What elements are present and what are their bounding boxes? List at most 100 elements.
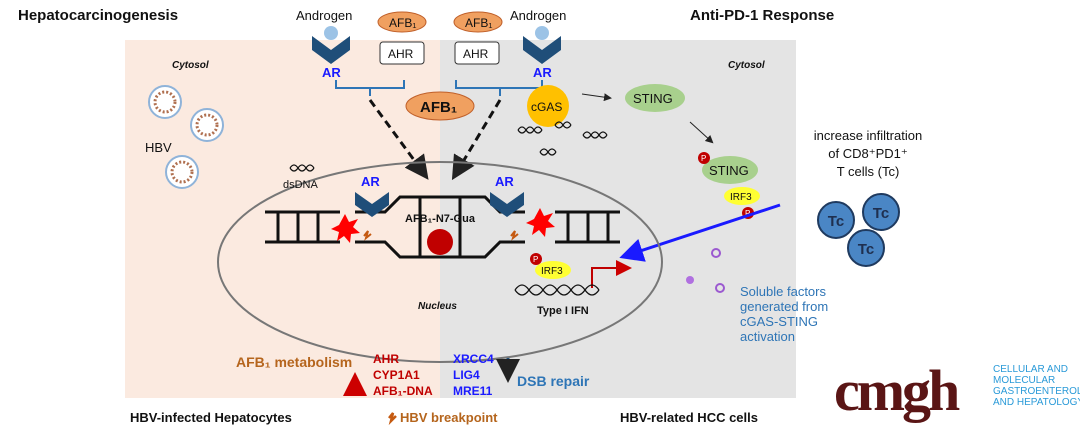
repair-genes: XRCC4 LIG4 MRE11 <box>453 352 494 398</box>
adduct-label: AFB₁-N7-Gua <box>405 213 476 225</box>
hbv-virus-icon <box>165 155 199 189</box>
svg-text:CELLULAR AND: CELLULAR AND <box>993 364 1068 375</box>
dna-double-strand <box>265 195 620 259</box>
afb1-label: AFB₁ <box>389 16 416 30</box>
svg-text:XRCC4: XRCC4 <box>453 352 494 366</box>
hbv-breakpoint-icon <box>510 230 519 241</box>
androgen-label-right: Androgen <box>510 8 566 23</box>
dashed-arrow-left <box>368 99 429 180</box>
svg-text:Tc: Tc <box>828 213 844 230</box>
svg-text:activation: activation <box>740 329 795 344</box>
sting-activation-arrow <box>689 121 714 144</box>
svg-text:AND HEPATOLOGY: AND HEPATOLOGY <box>993 397 1080 408</box>
svg-text:Tc: Tc <box>858 241 874 258</box>
phosphate-icon <box>698 152 710 164</box>
sting-oval-phospho <box>702 156 758 184</box>
infiltration-text: increase infiltration of CD8⁺PD1⁺ T cell… <box>814 128 922 179</box>
bracket-right <box>455 80 543 96</box>
ar-receptor-icon <box>312 36 350 64</box>
type1-ifn-label: Type I IFN <box>537 305 589 317</box>
afb1-oval <box>453 11 503 33</box>
dna-break-star-icon <box>331 214 360 243</box>
svg-text:CYP1A1: CYP1A1 <box>373 368 420 382</box>
svg-text:AFB₁-DNA: AFB₁-DNA <box>373 384 433 398</box>
hbv-virus-icon <box>148 85 182 119</box>
sting-oval <box>625 84 685 112</box>
soluble-factor-icon <box>686 276 694 284</box>
androgen-ligand-icon <box>324 26 338 40</box>
svg-text:T cells (Tc): T cells (Tc) <box>837 164 900 179</box>
irf3-label: IRF3 <box>730 192 752 203</box>
androgen-label-left: Androgen <box>296 8 352 23</box>
svg-text:generated from: generated from <box>740 299 828 314</box>
t-cell-icon: Tc <box>817 201 855 239</box>
sting-label: STING <box>633 91 673 106</box>
nucleus-label: Nucleus <box>418 301 457 312</box>
footer-middle: HBV breakpoint <box>400 410 498 425</box>
cgas-icon <box>527 85 569 127</box>
irf3-oval <box>535 261 571 279</box>
svg-text:LIG4: LIG4 <box>453 368 480 382</box>
title-right: Anti-PD-1 Response <box>690 7 834 24</box>
svg-text:AHR: AHR <box>373 352 399 366</box>
ahr-box <box>454 41 500 65</box>
androgen-ligand-icon <box>535 26 549 40</box>
soluble-factor-icon <box>711 248 721 258</box>
svg-text:increase infiltration: increase infiltration <box>814 128 922 143</box>
irf3-translocation-arrow <box>619 203 781 262</box>
sting-label: STING <box>709 163 749 178</box>
dsdna-fragment-icon <box>289 121 608 172</box>
irf3-label: IRF3 <box>541 266 563 277</box>
ar-label-nuclear: AR <box>495 174 514 189</box>
transcription-arrow-icon <box>591 260 632 288</box>
ar-nuclear-icon <box>355 192 389 217</box>
afb1-molecule-label: AFB₁ <box>420 99 457 116</box>
t-cell-icon: Tc <box>847 229 885 267</box>
ar-label: AR <box>322 65 341 80</box>
hbv-label: HBV <box>145 140 172 155</box>
cgas-to-sting-arrow <box>581 93 612 102</box>
hbv-breakpoint-icon <box>363 230 372 241</box>
svg-text:cGAS-STING: cGAS-STING <box>740 314 818 329</box>
phosphate-label: P <box>701 154 706 163</box>
ifn-gene-helix <box>514 284 600 296</box>
soluble-factor-icon <box>715 283 725 293</box>
footer-left: HBV-infected Hepatocytes <box>130 410 292 425</box>
svg-text:Tc: Tc <box>873 205 889 222</box>
afb1-label: AFB₁ <box>465 16 492 30</box>
ar-nuclear-icon <box>490 192 524 217</box>
svg-text:GASTROENTEROLOGY: GASTROENTEROLOGY <box>993 386 1080 397</box>
irf3-oval <box>724 187 760 205</box>
dna-break-star-icon <box>526 208 555 237</box>
ahr-label: AHR <box>463 47 489 61</box>
hcc-panel <box>440 40 796 398</box>
svg-text:of CD8⁺PD1⁺: of CD8⁺PD1⁺ <box>828 146 907 161</box>
svg-text:MRE11: MRE11 <box>453 384 493 398</box>
t-cell-icon: Tc <box>862 193 900 231</box>
hbv-virus-icon <box>190 108 224 142</box>
ar-label-nuclear: AR <box>361 174 380 189</box>
svg-text:Soluble factors: Soluble factors <box>740 284 826 299</box>
cytosol-label-right: Cytosol <box>728 60 765 71</box>
title-left: Hepatocarcinogenesis <box>18 7 178 24</box>
nucleus <box>217 161 663 363</box>
cytosol-label-left: Cytosol <box>172 60 209 71</box>
cgas-label: cGAS <box>531 100 562 114</box>
metabolism-genes: AHR CYP1A1 AFB₁-DNA <box>373 352 433 398</box>
bracket-left <box>335 80 405 96</box>
dsdna-label: dsDNA <box>283 179 319 191</box>
ar-label: AR <box>533 65 552 80</box>
afb1-oval <box>377 11 427 33</box>
ar-receptor-icon <box>523 36 561 64</box>
phosphate-label: P <box>533 255 538 264</box>
hbv-breakpoint-icon <box>388 412 397 426</box>
footer-right: HBV-related HCC cells <box>620 410 758 425</box>
afb1-molecule <box>405 91 475 121</box>
svg-text:MOLECULAR: MOLECULAR <box>993 375 1055 386</box>
dsb-repair-label: DSB repair <box>517 373 590 389</box>
journal-name: CELLULAR AND MOLECULAR GASTROENTEROLOGY … <box>993 364 1080 408</box>
ahr-box <box>379 41 425 65</box>
adduct-icon <box>427 229 453 255</box>
phosphate-icon <box>530 253 542 265</box>
